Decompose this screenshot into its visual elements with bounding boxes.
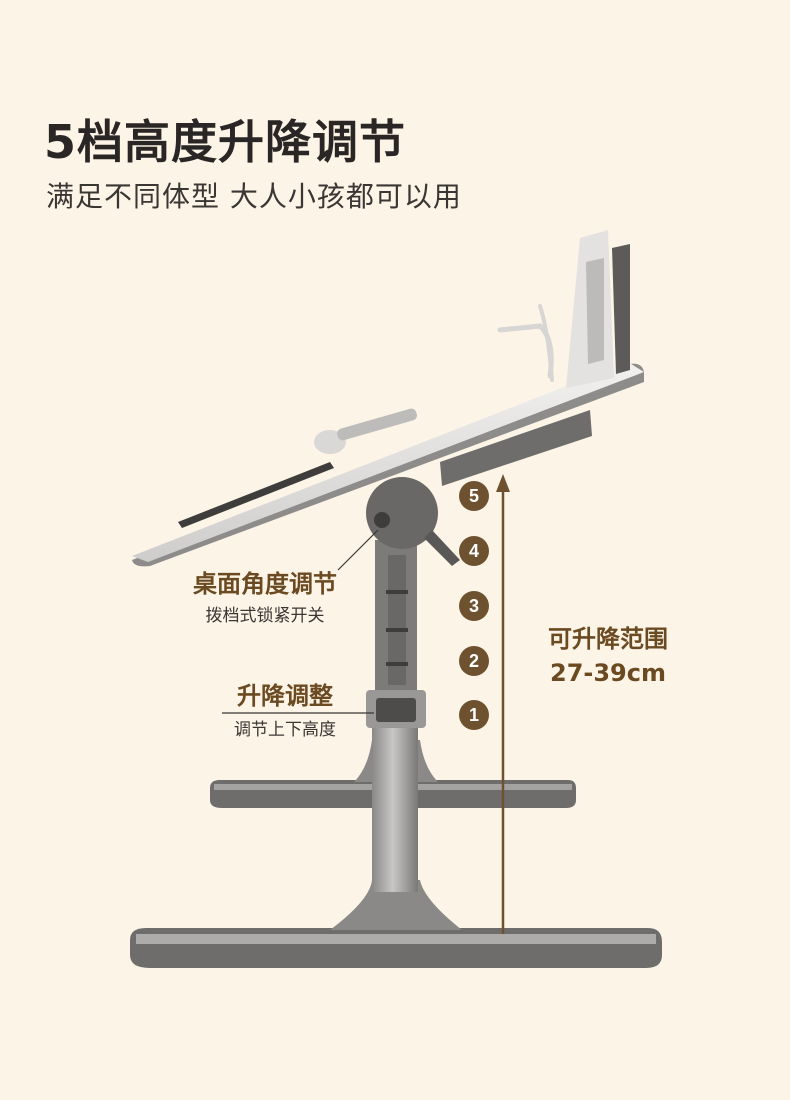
desk-top bbox=[132, 362, 644, 567]
desk-base bbox=[130, 880, 662, 968]
height-range-arrow bbox=[496, 474, 510, 934]
lift-callout-desc: 调节上下高度 bbox=[234, 720, 336, 740]
lift-callout-title: 升降调整 bbox=[237, 682, 333, 710]
level-2-marker: 2 bbox=[459, 646, 489, 676]
level-1-marker: 1 bbox=[459, 700, 489, 730]
range-callout-title: 可升降范围 bbox=[548, 625, 668, 653]
range-callout: 可升降范围 27-39cm bbox=[528, 622, 688, 690]
lift-lock-collar bbox=[366, 690, 426, 728]
tilt-callout: 桌面角度调节 拨档式锁紧开关 bbox=[170, 568, 360, 628]
level-5-marker: 5 bbox=[459, 481, 489, 511]
page-title: 5档高度升降调节 bbox=[44, 115, 407, 169]
tilt-hinge bbox=[366, 477, 460, 566]
callout-lines bbox=[222, 529, 379, 714]
page-subtitle: 满足不同体型 大人小孩都可以用 bbox=[46, 180, 462, 213]
tilt-callout-title: 桌面角度调节 bbox=[193, 570, 337, 598]
level-3-marker: 3 bbox=[459, 591, 489, 621]
level-4-marker: 4 bbox=[459, 536, 489, 566]
range-callout-value: 27-39cm bbox=[550, 659, 666, 687]
book-stand bbox=[497, 230, 630, 388]
tilt-callout-desc: 拨档式锁紧开关 bbox=[205, 606, 325, 626]
lift-callout: 升降调整 调节上下高度 bbox=[200, 680, 370, 742]
desk-pole bbox=[372, 540, 418, 892]
